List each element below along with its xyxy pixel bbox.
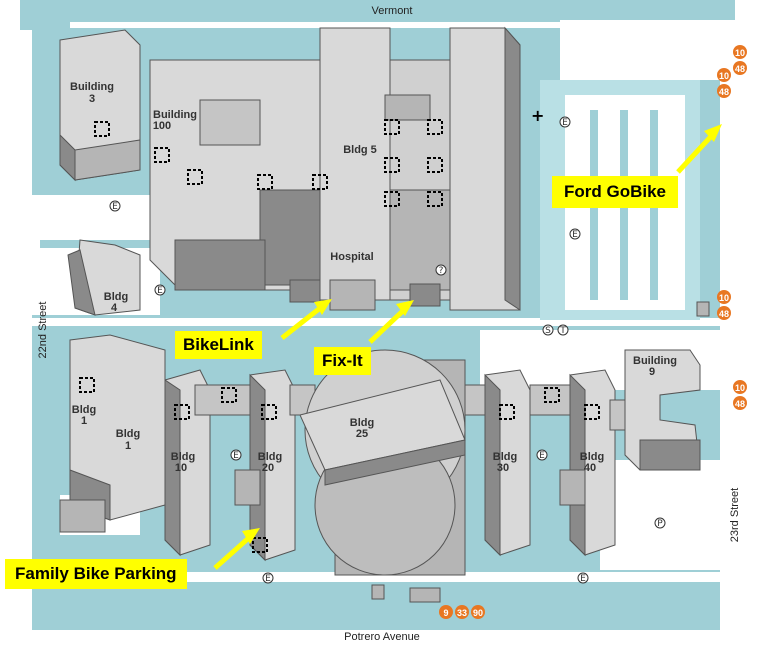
svg-text:E: E (572, 230, 578, 240)
svg-text:T: T (559, 326, 566, 336)
building-20-label-2: 20 (262, 462, 274, 474)
svg-text:90: 90 (473, 608, 483, 618)
hospital-label: Hospital (330, 251, 373, 263)
svg-text:10: 10 (735, 48, 745, 58)
entrance-icon: E (569, 228, 581, 240)
callout-ford-gobike[interactable]: Ford GoBike (552, 176, 679, 208)
bus-route-icon: 10 (717, 68, 731, 82)
building-100-label-2: 100 (153, 120, 171, 132)
svg-text:48: 48 (719, 309, 729, 319)
info-icon: ? (435, 264, 447, 276)
svg-text:E: E (112, 202, 118, 212)
bus-route-icon: 9 (439, 605, 453, 619)
shelter (409, 587, 441, 603)
bus-route-icon: 10 (733, 380, 747, 394)
entrance-icon: E (262, 572, 274, 584)
bus-route-icon: 48 (733, 396, 747, 410)
svg-text:10: 10 (735, 383, 745, 393)
street-south: Potrero Avenue (344, 631, 420, 643)
svg-text:10: 10 (719, 293, 729, 303)
building-30-label-1: Bldg (493, 451, 517, 463)
building-10-label-1: Bldg (171, 451, 195, 463)
building-100-label-1: Building (153, 109, 197, 121)
svg-text:33: 33 (457, 608, 467, 618)
building-9-label-2: 9 (649, 366, 655, 378)
emergency-icon: + (531, 106, 544, 125)
building-5-label: Bldg 5 (343, 144, 377, 156)
bike-rack-markers (79, 119, 600, 553)
bus-route-markers: 10 10 48 48 10 48 10 48 9 33 90 (439, 45, 747, 619)
bus-route-icon: 48 (717, 306, 731, 320)
svg-text:S: S (545, 326, 551, 336)
bus-route-icon: 10 (733, 45, 747, 59)
parking-icon: P (654, 517, 666, 529)
svg-text:E: E (539, 451, 545, 461)
building-30-label-2: 30 (497, 462, 509, 474)
transit-icon: T (557, 324, 569, 336)
building-25-label-2: 25 (356, 428, 368, 440)
svg-text:?: ? (439, 266, 444, 276)
building-9[interactable] (624, 349, 701, 471)
svg-text:E: E (580, 574, 586, 584)
building-3[interactable] (59, 29, 141, 182)
building-10[interactable] (164, 369, 211, 557)
building-3-label-1: Building (70, 81, 114, 93)
connector-10-20 (194, 384, 256, 416)
kiosk (371, 584, 385, 600)
entrance-icon: E (154, 284, 166, 296)
building-3-label-2: 3 (89, 93, 95, 105)
bus-route-icon: 48 (717, 84, 731, 98)
map-symbols: E E E E E E E E P ? S T + (109, 106, 666, 584)
svg-text:48: 48 (719, 87, 729, 97)
callout-fixit[interactable]: Fix-It (314, 347, 371, 375)
svg-text:+: + (531, 106, 544, 125)
callout-family-bike-parking[interactable]: Family Bike Parking (5, 559, 187, 589)
callout-bikelink[interactable]: BikeLink (175, 331, 262, 359)
building-9-label-1: Building (633, 355, 677, 367)
entrance-icon: E (109, 200, 121, 212)
building-40-label-2: 40 (584, 462, 596, 474)
street-west: 22nd Street (37, 302, 49, 359)
street-east: 23rd Street (729, 488, 741, 542)
callout-arrows (213, 124, 722, 570)
svg-text:10: 10 (719, 71, 729, 81)
building-10-label-2: 10 (175, 462, 187, 474)
building-4-label-2: 4 (111, 302, 118, 314)
svg-text:9: 9 (443, 608, 448, 618)
bus-route-icon: 90 (471, 605, 485, 619)
svg-text:E: E (265, 574, 271, 584)
building-5-complex[interactable] (149, 26, 521, 311)
building-4[interactable] (67, 239, 141, 316)
building-1[interactable] (59, 334, 166, 533)
svg-text:E: E (562, 118, 568, 128)
svg-text:48: 48 (735, 64, 745, 74)
building-1a-label-1: Bldg (72, 404, 96, 416)
building-40-label-1: Bldg (580, 451, 604, 463)
svg-text:P: P (657, 519, 663, 529)
building-20[interactable] (234, 369, 296, 562)
bus-shelter (696, 301, 710, 317)
svg-text:48: 48 (735, 399, 745, 409)
bus-route-icon: 48 (733, 61, 747, 75)
bus-route-icon: 33 (455, 605, 469, 619)
entrance-icon: E (536, 449, 548, 461)
svg-text:E: E (157, 286, 163, 296)
svg-text:E: E (233, 451, 239, 461)
transit-icon: S (542, 324, 554, 336)
building-20-label-1: Bldg (258, 451, 282, 463)
street-north: Vermont (372, 5, 413, 17)
building-4-label-1: Bldg (104, 291, 128, 303)
building-25[interactable] (299, 349, 466, 576)
building-1a-label-2: 1 (81, 415, 87, 427)
building-25-label-1: Bldg (350, 417, 374, 429)
bus-route-icon: 10 (717, 290, 731, 304)
entrance-icon: E (577, 572, 589, 584)
building-1b-label-2: 1 (125, 440, 131, 452)
entrance-icon: E (559, 116, 571, 128)
building-1b-label-1: Bldg (116, 428, 140, 440)
entrance-icon: E (230, 449, 242, 461)
